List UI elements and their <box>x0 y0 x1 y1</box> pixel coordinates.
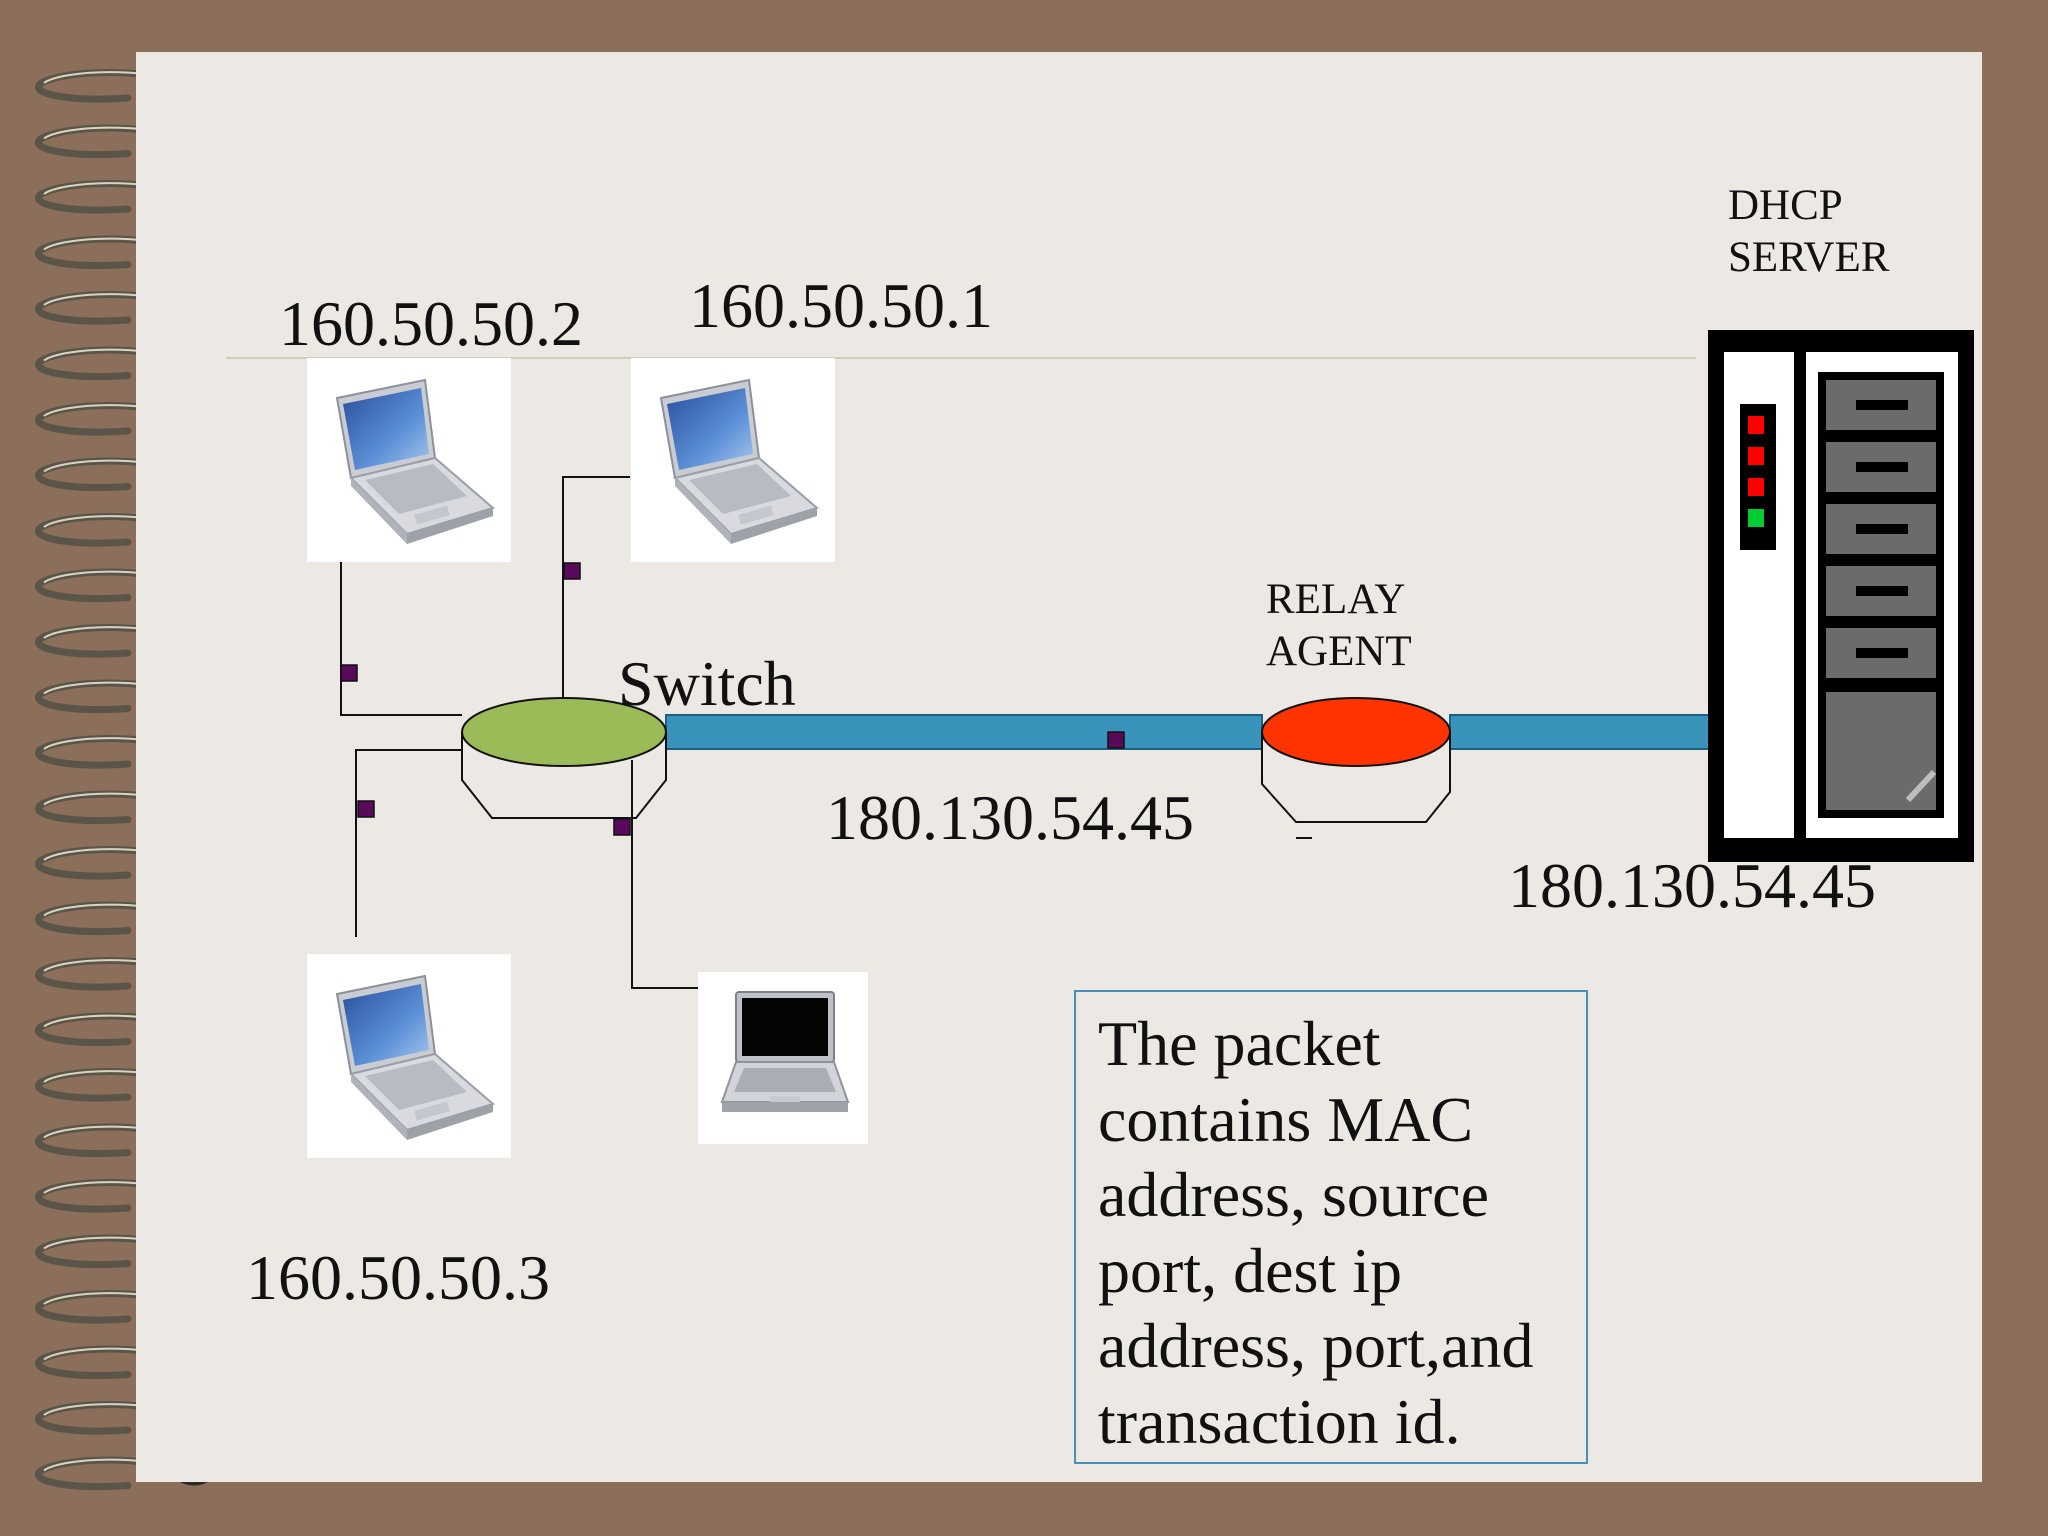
laptop-icon[interactable] <box>630 357 836 563</box>
ip-label-link-relay-server: 180.130.54.45 <box>1508 850 1876 921</box>
laptop-icon[interactable] <box>698 972 868 1144</box>
packet-icon <box>1107 731 1125 749</box>
switch-icon <box>461 697 667 819</box>
switch-label: Switch <box>618 648 796 719</box>
dhcp-server-label: DHCP SERVER <box>1728 180 1889 283</box>
relay-agent-label: RELAY AGENT <box>1266 574 1412 677</box>
laptop-icon[interactable] <box>306 953 512 1159</box>
packet-icon <box>357 800 375 818</box>
ip-label-laptop-bottom-left: 160.50.50.3 <box>246 1242 550 1313</box>
ip-label-laptop-top-right: 160.50.50.1 <box>689 270 993 341</box>
relay-agent-label-line1: RELAY <box>1266 576 1406 623</box>
packet-info-text: The packet contains MAC address, source … <box>1098 1008 1534 1457</box>
laptop-icon[interactable] <box>306 357 512 563</box>
packet-icon <box>563 562 581 580</box>
packet-info-box: The packet contains MAC address, source … <box>1074 990 1588 1464</box>
server-icon[interactable] <box>1708 330 1974 862</box>
dhcp-server-label-line1: DHCP <box>1728 182 1843 229</box>
network-diagram <box>226 330 1974 1159</box>
relay-agent-icon <box>1261 697 1451 839</box>
packet-icon <box>340 664 358 682</box>
ip-label-link-switch-relay: 180.130.54.45 <box>826 782 1194 853</box>
link-switch-to-relay <box>665 714 1263 750</box>
wires <box>340 476 700 989</box>
ip-label-laptop-top-left: 160.50.50.2 <box>279 288 583 359</box>
link-relay-to-server <box>1449 714 1723 750</box>
notebook-page: 160.50.50.2 160.50.50.1 160.50.50.3 Swit… <box>136 52 1982 1482</box>
packet-icon <box>613 818 631 836</box>
dhcp-server-label-line2: SERVER <box>1728 233 1890 281</box>
relay-agent-label-line2: AGENT <box>1266 627 1412 675</box>
